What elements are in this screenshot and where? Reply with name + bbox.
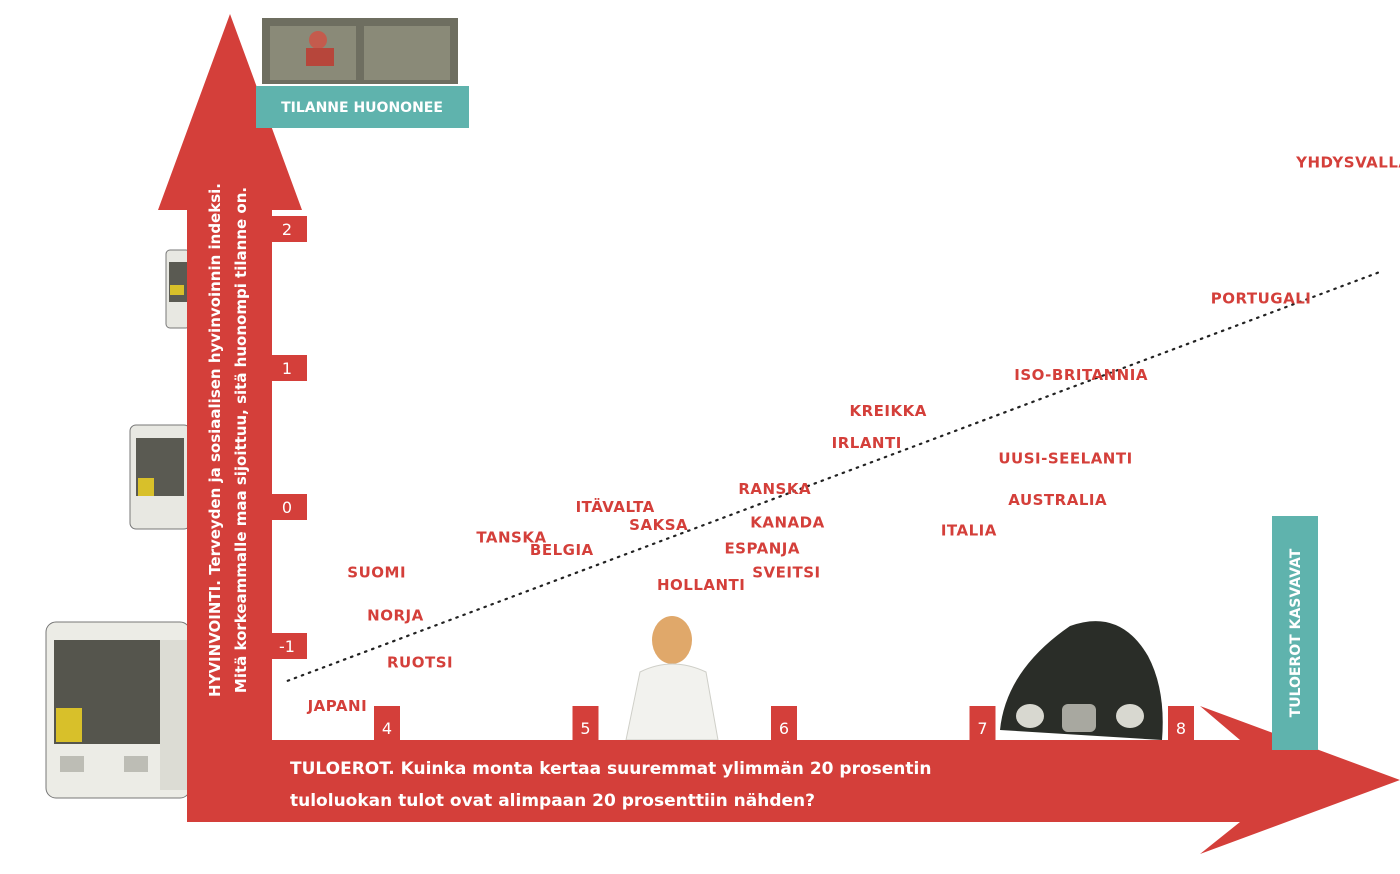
point-label-suomi: SUOMI <box>347 563 406 581</box>
x-tick-label: 8 <box>1176 719 1186 738</box>
x-tick-box <box>969 706 996 742</box>
svg-text:tuloluokan tulot ovat alimpaan: tuloluokan tulot ovat alimpaan 20 prosen… <box>290 791 815 811</box>
y-axis-arrow <box>158 14 302 822</box>
y-ticks: -1 0 1 2 <box>272 216 307 659</box>
x-tick-label: 4 <box>382 719 392 738</box>
y-tick-label: 0 <box>282 498 292 517</box>
trendline <box>286 270 1381 682</box>
x-ticks: 4 5 6 7 8 <box>374 706 1194 742</box>
point-label-portugali: PORTUGALI <box>1211 290 1312 308</box>
woman-back-illustration <box>625 616 719 741</box>
x-tick-label: 7 <box>977 719 987 738</box>
x-tick-box <box>374 706 400 742</box>
point-label-hollanti: HOLLANTI <box>657 576 745 594</box>
point-label-belgia: BELGIA <box>530 541 594 559</box>
right-badge: TULOEROT KASVAVAT <box>1272 516 1318 750</box>
svg-text:HYVINVOINTI. Terveyden ja sosi: HYVINVOINTI. Terveyden ja sosiaalisen hy… <box>206 183 224 697</box>
y-tick-label: 2 <box>282 220 292 239</box>
svg-text:TULOEROT. Kuinka monta kertaa: TULOEROT. Kuinka monta kertaa suuremmat … <box>290 759 931 779</box>
point-label-italia: ITALIA <box>941 522 997 540</box>
x-tick-label: 5 <box>580 719 590 738</box>
x-tick-box <box>1168 706 1194 742</box>
trendline-group <box>286 270 1381 682</box>
point-label-australia: AUSTRALIA <box>1008 491 1107 509</box>
y-tick-label: -1 <box>279 637 295 656</box>
point-label-itävalta: ITÄVALTA <box>576 497 655 516</box>
point-label-espanja: ESPANJA <box>724 540 800 558</box>
y-tick-label: 1 <box>282 359 292 378</box>
svg-text:TILANNE HUONONEE: TILANNE HUONONEE <box>281 100 443 116</box>
trash-bin-person-illustration <box>262 18 458 84</box>
bus-large-illustration <box>45 621 191 799</box>
y-tick-box <box>272 494 307 520</box>
x-tick-label: 6 <box>779 719 789 738</box>
point-label-irlanti: IRLANTI <box>832 434 902 452</box>
point-label-norja: NORJA <box>367 606 424 624</box>
y-tick-box <box>272 633 307 659</box>
point-label-uusi-seelanti: UUSI-SEELANTI <box>998 449 1132 467</box>
x-axis-arrow <box>187 706 1400 854</box>
y-axis-title: HYVINVOINTI. Terveyden ja sosiaalisen hy… <box>206 183 250 697</box>
y-tick-box <box>272 355 307 381</box>
point-label-kreikka: KREIKKA <box>850 402 927 420</box>
svg-text:Mitä korkeammalle maa sijoittu: Mitä korkeammalle maa sijoittuu, sitä hu… <box>232 187 250 693</box>
point-label-kanada: KANADA <box>750 513 824 531</box>
point-label-sveitsi: SVEITSI <box>752 563 820 581</box>
bus-small-illustration <box>165 249 191 329</box>
top-badge: TILANNE HUONONEE <box>256 86 469 128</box>
point-label-iso-britannia: ISO-BRITANNIA <box>1014 366 1148 384</box>
x-axis-title: TULOEROT. Kuinka monta kertaa suuremmat … <box>290 759 931 811</box>
x-tick-box <box>572 706 599 742</box>
point-label-japani: JAPANI <box>307 697 368 715</box>
jaguar-car-illustration <box>1000 621 1163 740</box>
point-label-saksa: SAKSA <box>629 516 688 534</box>
point-label-tanska: TANSKA <box>476 529 546 547</box>
point-label-ruotsi: RUOTSI <box>387 654 453 672</box>
point-label-ranska: RANSKA <box>738 480 811 498</box>
x-tick-box <box>771 706 797 742</box>
y-tick-box <box>272 216 307 242</box>
point-label-yhdysvallat: YHDYSVALLAT <box>1295 153 1400 171</box>
bus-medium-illustration <box>129 424 191 530</box>
svg-text:TULOEROT KASVAVAT: TULOEROT KASVAVAT <box>1288 548 1304 717</box>
